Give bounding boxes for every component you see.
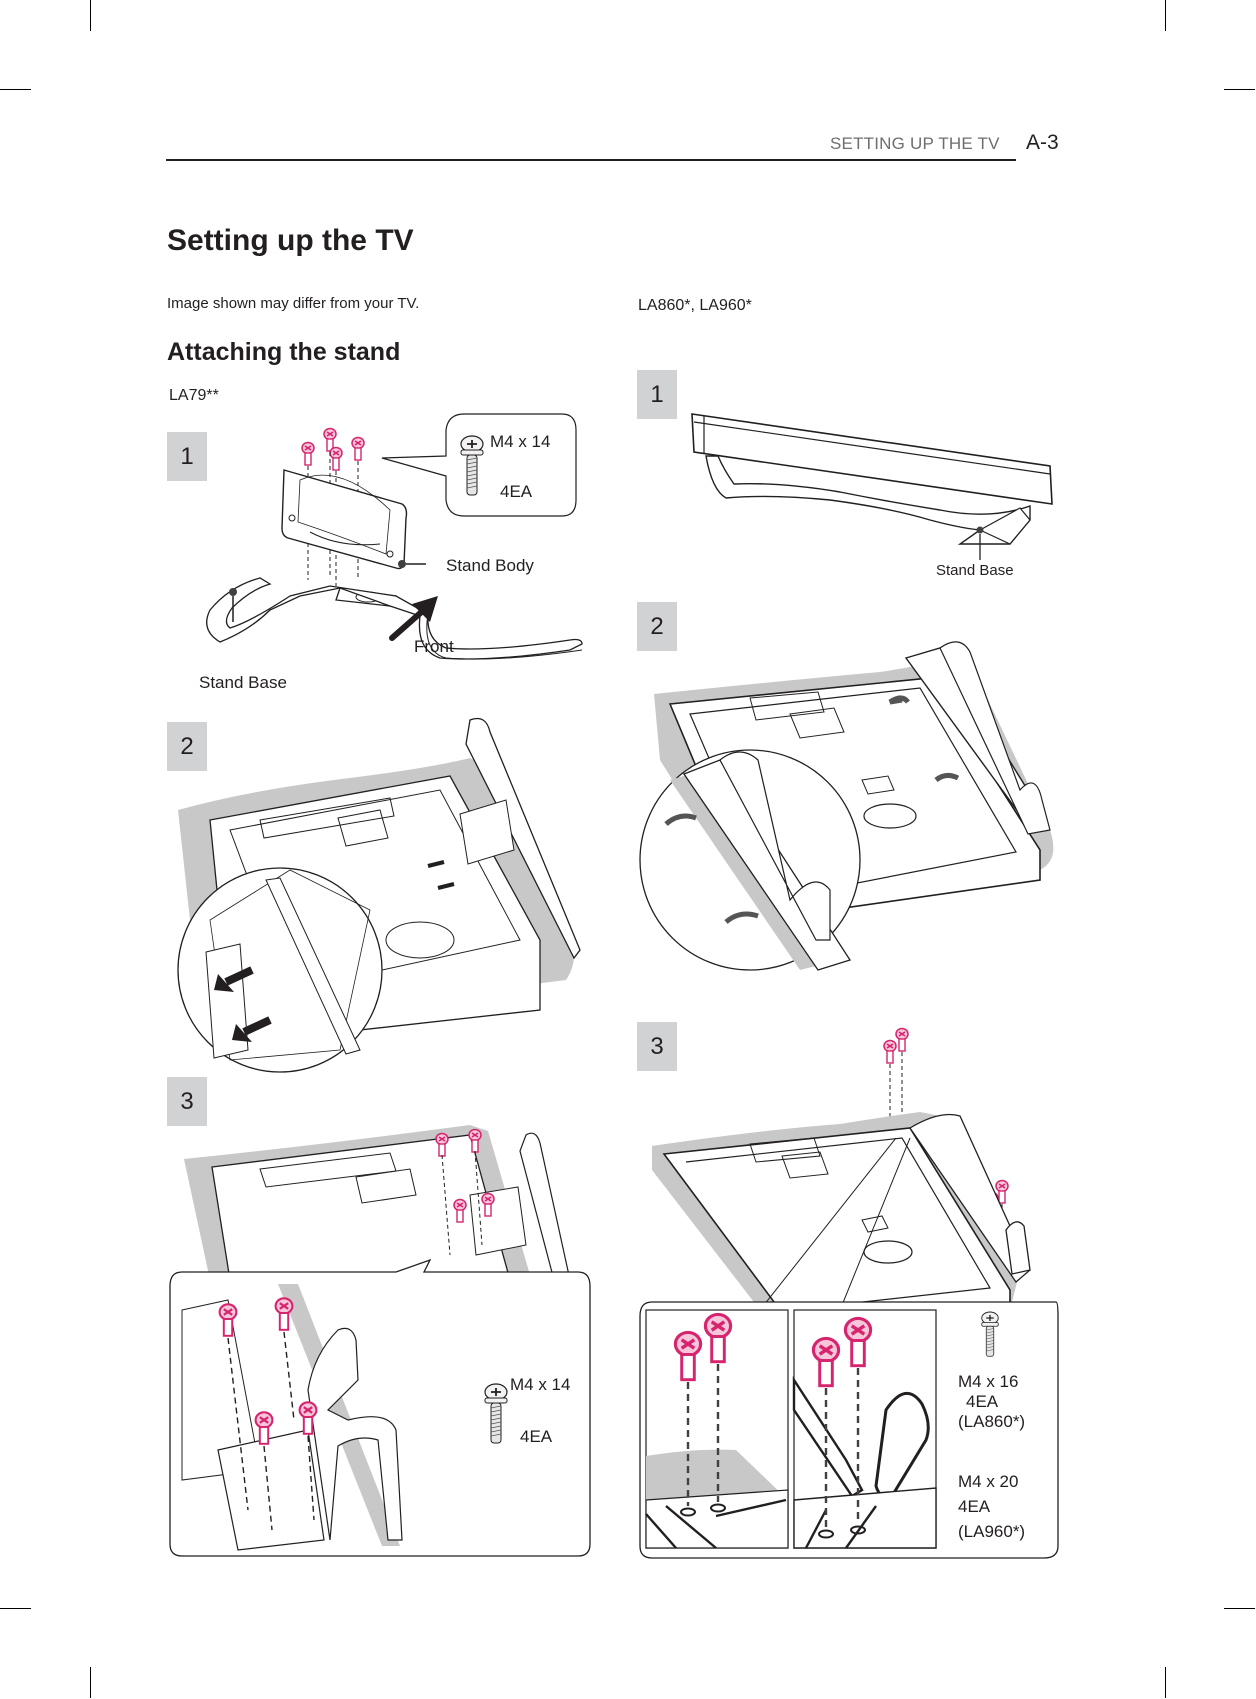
- left-step-2-illustration: [177, 717, 581, 1073]
- screw-icon: [301, 441, 315, 466]
- page-title: Setting up the TV: [167, 224, 414, 257]
- crop-mark: [0, 89, 31, 90]
- front-label: Front: [414, 637, 454, 656]
- screw-option-1-size: M4 x 16: [958, 1372, 1019, 1391]
- right-stand-base-label: Stand Base: [936, 562, 1014, 579]
- running-title: SETTING UP THE TV: [830, 134, 1000, 153]
- right-step-3-illustration: [652, 1027, 1031, 1311]
- crop-mark: [90, 0, 91, 31]
- crop-mark: [1224, 89, 1255, 90]
- stand-body-label: Stand Body: [446, 556, 534, 575]
- screw-icon: [351, 436, 365, 461]
- left-model-label: LA79**: [169, 387, 219, 404]
- screw-option-2-size: M4 x 20: [958, 1472, 1019, 1491]
- right-step-3-badge: 3: [637, 1022, 677, 1071]
- left-step-3-detail-box: [169, 1258, 591, 1557]
- stand-base-label: Stand Base: [199, 673, 287, 692]
- screw-callout-bubble: [381, 413, 577, 517]
- screw-option-1-model: (LA860*): [958, 1412, 1026, 1431]
- left-step-1-badge: 1: [167, 432, 207, 481]
- left-step-1-illustration: [206, 427, 583, 660]
- screw-icon: [329, 446, 343, 471]
- screw-option-1-quantity: 4EA: [966, 1392, 999, 1411]
- screw-quantity-label: 4EA: [500, 482, 533, 501]
- screw-quantity-label: 4EA: [520, 1427, 553, 1446]
- right-step-2-illustration: [639, 641, 1054, 971]
- section-title: Attaching the stand: [167, 338, 401, 366]
- right-step-3-detail-box: [639, 1301, 1059, 1559]
- crop-mark: [1165, 0, 1166, 31]
- right-step-2-badge: 2: [637, 602, 677, 651]
- left-step-2-badge: 2: [167, 722, 207, 771]
- left-step-3-illustration: [184, 1125, 571, 1281]
- crop-mark: [1165, 1667, 1166, 1698]
- screw-size-label: M4 x 14: [510, 1375, 571, 1394]
- left-step-3-badge: 3: [167, 1077, 207, 1126]
- crop-mark: [90, 1667, 91, 1698]
- right-model-label: LA860*, LA960*: [638, 297, 752, 314]
- crop-mark: [1224, 1608, 1255, 1609]
- page-number: A-3: [1026, 131, 1059, 154]
- image-disclaimer: Image shown may differ from your TV.: [167, 295, 420, 312]
- header-rule: [166, 159, 1016, 161]
- screw-option-2-quantity: 4EA: [958, 1497, 991, 1516]
- right-step-1-badge: 1: [637, 370, 677, 419]
- crop-mark: [0, 1608, 31, 1609]
- screw-option-2-model: (LA960*): [958, 1522, 1026, 1541]
- right-step-1-illustration: [691, 413, 1053, 560]
- screw-size-label: M4 x 14: [490, 432, 551, 451]
